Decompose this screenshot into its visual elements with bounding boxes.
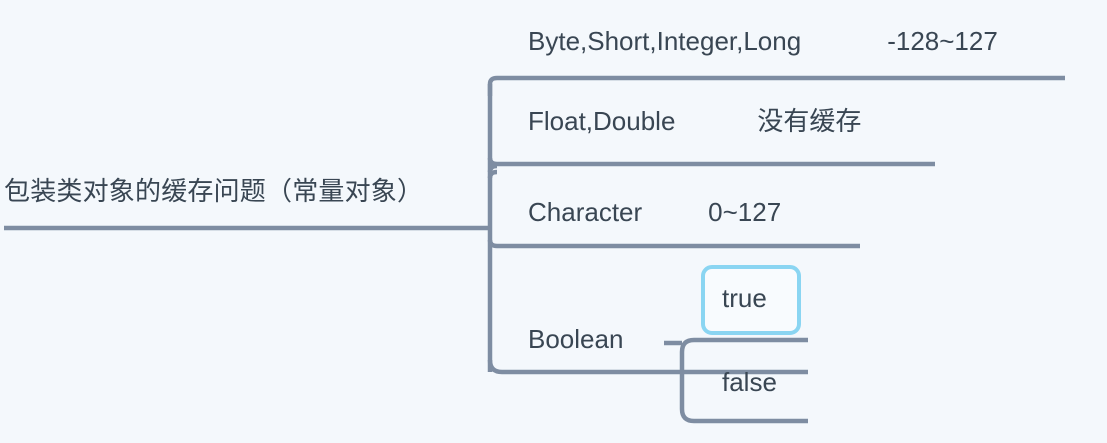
branch-connector-2 <box>487 157 935 167</box>
node-character-label: Character <box>528 197 643 227</box>
subbranch-connector-true <box>679 337 808 353</box>
node-byte-short-integer-long-label: Byte,Short,Integer,Long <box>528 26 802 56</box>
node-root-label: 包装类对象的缓存问题（常量对象） <box>4 176 424 206</box>
subbranch-connector-false <box>679 408 808 424</box>
selection-highlight-true[interactable] <box>701 265 801 335</box>
node-false-label: false <box>722 367 777 397</box>
node-float-double[interactable]: Float,Double 没有缓存 <box>528 108 861 134</box>
node-character[interactable]: Character 0~127 <box>528 199 781 225</box>
branch-connector-3 <box>487 169 498 179</box>
node-true[interactable]: true <box>722 285 767 311</box>
node-true-label: true <box>722 283 767 313</box>
node-float-double-label: Float,Double <box>528 106 676 136</box>
node-boolean-label: Boolean <box>528 324 624 354</box>
branch-connector-1 <box>487 75 1065 96</box>
node-character-value: 0~127 <box>708 197 782 227</box>
node-root[interactable]: 包装类对象的缓存问题（常量对象） <box>4 178 423 204</box>
node-false[interactable]: false <box>722 369 777 395</box>
node-byte-short-integer-long-value: -128~127 <box>887 26 998 56</box>
node-byte-short-integer-long[interactable]: Byte,Short,Integer,Long -128~127 <box>528 28 998 54</box>
branch-connector-3b <box>487 163 498 173</box>
node-boolean[interactable]: Boolean <box>528 326 623 352</box>
branch-connector-3c <box>487 239 860 249</box>
node-float-double-value: 没有缓存 <box>757 106 862 136</box>
